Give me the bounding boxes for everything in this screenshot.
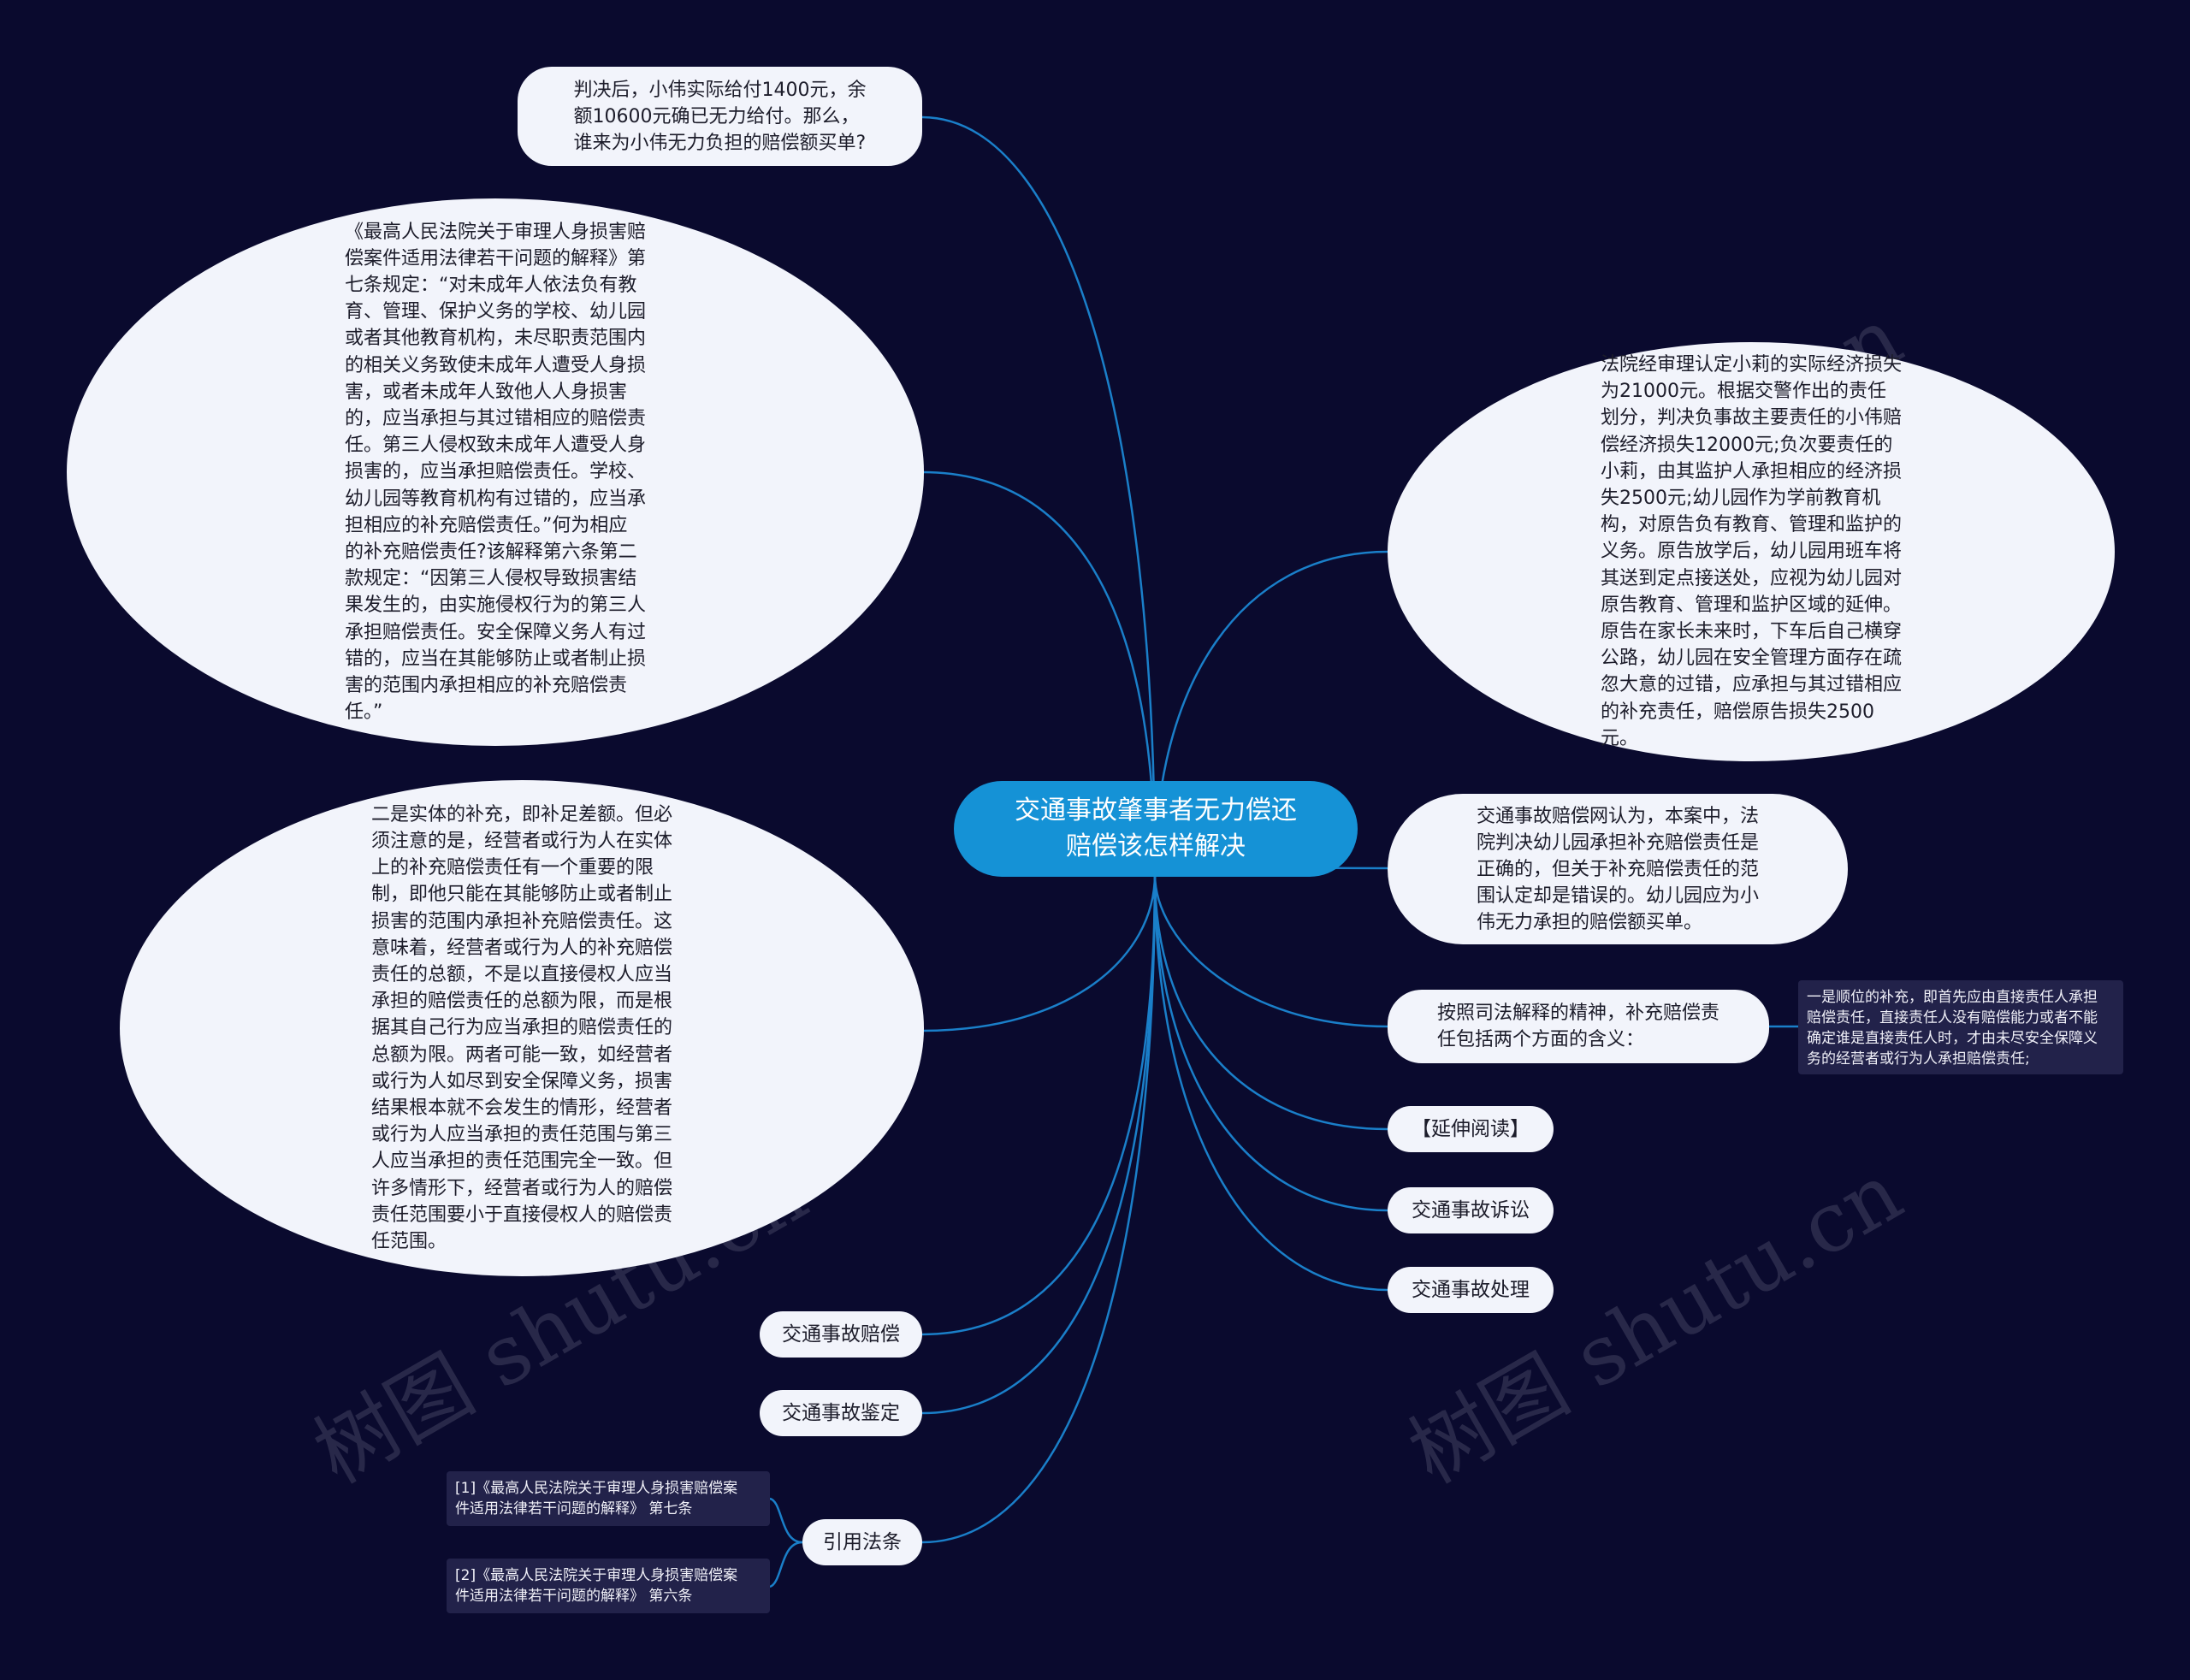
- node-second-meaning-text: 二是实体的补充，即补足差额。但必须注意的是，经营者或行为人在实体上的补充赔偿责任…: [371, 803, 673, 1253]
- node-court-finding-text: 法院经审理认定小莉的实际经济损失为21000元。根据交警作出的责任划分，判决负事…: [1601, 353, 1903, 749]
- tag-handling[interactable]: 交通事故处理: [1388, 1267, 1554, 1313]
- tag-compensation-label: 交通事故赔偿: [782, 1322, 900, 1346]
- tag-litigation-label: 交通事故诉讼: [1412, 1198, 1530, 1222]
- node-network-opinion[interactable]: 交通事故赔偿网认为，本案中，法 院判决幼儿园承担补充赔偿责任是 正确的，但关于补…: [1388, 794, 1848, 944]
- tag-citation-label: 引用法条: [823, 1530, 902, 1553]
- edge-tag-citation: [921, 873, 1157, 1544]
- tag-citation[interactable]: 引用法条: [802, 1519, 922, 1565]
- node-law-quote[interactable]: 《最高人民法院关于审理人身损害赔偿案件适用法律若干问题的解释》第七条规定：“对未…: [67, 198, 924, 746]
- tag-handling-label: 交通事故处理: [1412, 1278, 1530, 1301]
- citation-1-text: [1]《最高人民法院关于审理人身损害赔偿案 件适用法律若干问题的解释》 第七条: [455, 1480, 738, 1517]
- edge-tag-handling: [1153, 873, 1388, 1292]
- node-first-meaning-text: 一是顺位的补充，即首先应由直接责任人承担 赔偿责任，直接责任人没有赔偿能力或者不…: [1807, 989, 2098, 1068]
- edge-tag-appraisal: [921, 873, 1157, 1415]
- tag-reading-label: 【延伸阅读】: [1412, 1117, 1530, 1140]
- node-first-meaning[interactable]: 一是顺位的补充，即首先应由直接责任人承担 赔偿责任，直接责任人没有赔偿能力或者不…: [1798, 980, 2123, 1074]
- citation-2[interactable]: [2]《最高人民法院关于审理人身损害赔偿案 件适用法律若干问题的解释》 第六条: [447, 1559, 770, 1613]
- tag-litigation[interactable]: 交通事故诉讼: [1388, 1187, 1554, 1233]
- edge-citation-2: [769, 1541, 803, 1588]
- tag-compensation[interactable]: 交通事故赔偿: [760, 1311, 922, 1358]
- edge-two-meanings: [1153, 873, 1388, 1028]
- edge-tag-reading: [1153, 873, 1388, 1131]
- edge-citation-1: [769, 1497, 803, 1544]
- tag-reading[interactable]: 【延伸阅读】: [1388, 1106, 1554, 1152]
- node-top-note-text: 判决后，小伟实际给付1400元，余 额10600元确已无力给付。那么， 谁来为小…: [573, 79, 867, 154]
- node-two-meanings[interactable]: 按照司法解释的精神，补充赔偿责 任包括两个方面的含义：: [1388, 990, 1769, 1063]
- edge-tag-compensation: [921, 873, 1157, 1336]
- root-node[interactable]: 交通事故肇事者无力偿还 赔偿该怎样解决: [954, 781, 1358, 877]
- citation-1[interactable]: [1]《最高人民法院关于审理人身损害赔偿案 件适用法律若干问题的解释》 第七条: [447, 1471, 770, 1526]
- node-network-opinion-text: 交通事故赔偿网认为，本案中，法 院判决幼儿园承担补充赔偿责任是 正确的，但关于补…: [1476, 805, 1759, 933]
- node-second-meaning[interactable]: 二是实体的补充，即补足差额。但必须注意的是，经营者或行为人在实体上的补充赔偿责任…: [120, 780, 924, 1276]
- edge-law-quote: [921, 470, 1157, 875]
- node-law-quote-text: 《最高人民法院关于审理人身损害赔偿案件适用法律若干问题的解释》第七条规定：“对未…: [345, 221, 647, 724]
- node-top-note[interactable]: 判决后，小伟实际给付1400元，余 额10600元确已无力给付。那么， 谁来为小…: [518, 67, 922, 166]
- edge-top-note: [921, 115, 1157, 875]
- node-two-meanings-text: 按照司法解释的精神，补充赔偿责 任包括两个方面的含义：: [1436, 1003, 1719, 1050]
- root-node-label: 交通事故肇事者无力偿还 赔偿该怎样解决: [1015, 796, 1297, 861]
- tag-appraisal[interactable]: 交通事故鉴定: [760, 1390, 922, 1436]
- citation-2-text: [2]《最高人民法院关于审理人身损害赔偿案 件适用法律若干问题的解释》 第六条: [455, 1567, 738, 1605]
- tag-appraisal-label: 交通事故鉴定: [782, 1401, 900, 1424]
- node-court-finding[interactable]: 法院经审理认定小莉的实际经济损失为21000元。根据交警作出的责任划分，判决负事…: [1388, 342, 2115, 761]
- edge-second-meaning: [921, 873, 1157, 1032]
- edge-tag-litigation: [1153, 873, 1388, 1212]
